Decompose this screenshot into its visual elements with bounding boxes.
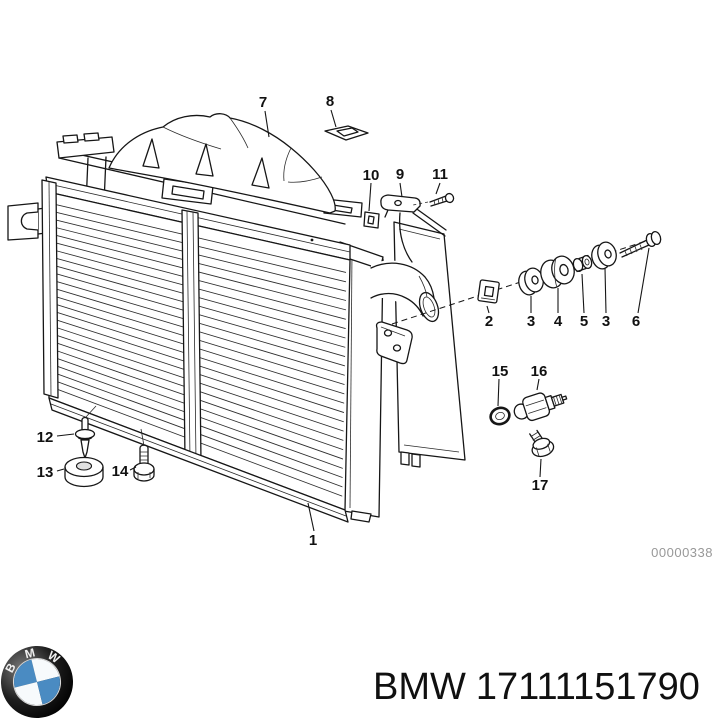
mount-pin-part12-drawing	[74, 405, 97, 459]
bmw-logo-quadrant-bl	[14, 682, 43, 705]
fastener-chain-drawing	[391, 230, 662, 325]
callout-6: 6	[632, 313, 640, 330]
bmw-logo-letter-m: M	[23, 645, 36, 661]
callout-14: 14	[112, 463, 129, 480]
temp-switch-part16-drawing	[513, 392, 568, 422]
rubber-mount-part13-drawing	[64, 456, 104, 488]
mount-bracket-part9-drawing	[380, 194, 447, 263]
callout-3b: 3	[602, 313, 610, 330]
bmw-logo: B M W	[1, 645, 73, 718]
callout-2: 2	[485, 313, 493, 330]
air-shroud-part7-drawing	[108, 113, 336, 214]
clip-nut-part2-drawing	[477, 279, 500, 304]
callout-3a: 3	[527, 313, 535, 330]
callout-9: 9	[396, 166, 404, 183]
radiator-part1-drawing	[41, 176, 384, 523]
callout-15: 15	[492, 363, 509, 380]
callout-12: 12	[37, 429, 54, 446]
drain-plug-part17-drawing	[529, 429, 555, 458]
callout-16: 16	[531, 363, 548, 380]
callout-11: 11	[432, 166, 448, 183]
sealing-ring-part15-drawing	[489, 406, 511, 426]
bolt-part14-drawing	[133, 428, 155, 482]
callout-leader-lines	[56, 109, 650, 532]
brand-text: BMW	[373, 666, 466, 708]
bmw-logo-quadrant-tl	[14, 659, 37, 688]
callout-10: 10	[363, 167, 380, 184]
grommet-part4-drawing	[540, 255, 575, 289]
callout-13: 13	[37, 464, 54, 481]
callout-4: 4	[554, 313, 563, 330]
side-mount-bracket-drawing	[375, 321, 413, 365]
plate-part8-drawing	[324, 125, 369, 141]
callout-5: 5	[580, 313, 588, 330]
callout-8: 8	[326, 93, 334, 110]
part-number-value: 17111151790	[476, 666, 700, 708]
spacer-sleeve-part5-drawing	[572, 254, 593, 273]
callout-7: 7	[259, 94, 267, 111]
screw-part11-drawing	[412, 192, 455, 207]
hose-elbow-drawing	[370, 260, 440, 323]
callout-1: 1	[309, 532, 317, 549]
clip-part10-drawing	[363, 211, 380, 229]
diagram-id-watermark: 00000338	[651, 545, 713, 560]
washer-part3b-drawing	[591, 241, 617, 270]
bmw-logo-quadrant-tr	[31, 659, 60, 682]
callout-17: 17	[532, 477, 549, 494]
callout-labels: 7 8 10 9 11 2 3 4 5 3 6 15 16 17 12 13 1…	[37, 93, 641, 549]
bmw-logo-quadrant-br	[37, 676, 60, 705]
screw-part6-drawing	[619, 230, 662, 258]
